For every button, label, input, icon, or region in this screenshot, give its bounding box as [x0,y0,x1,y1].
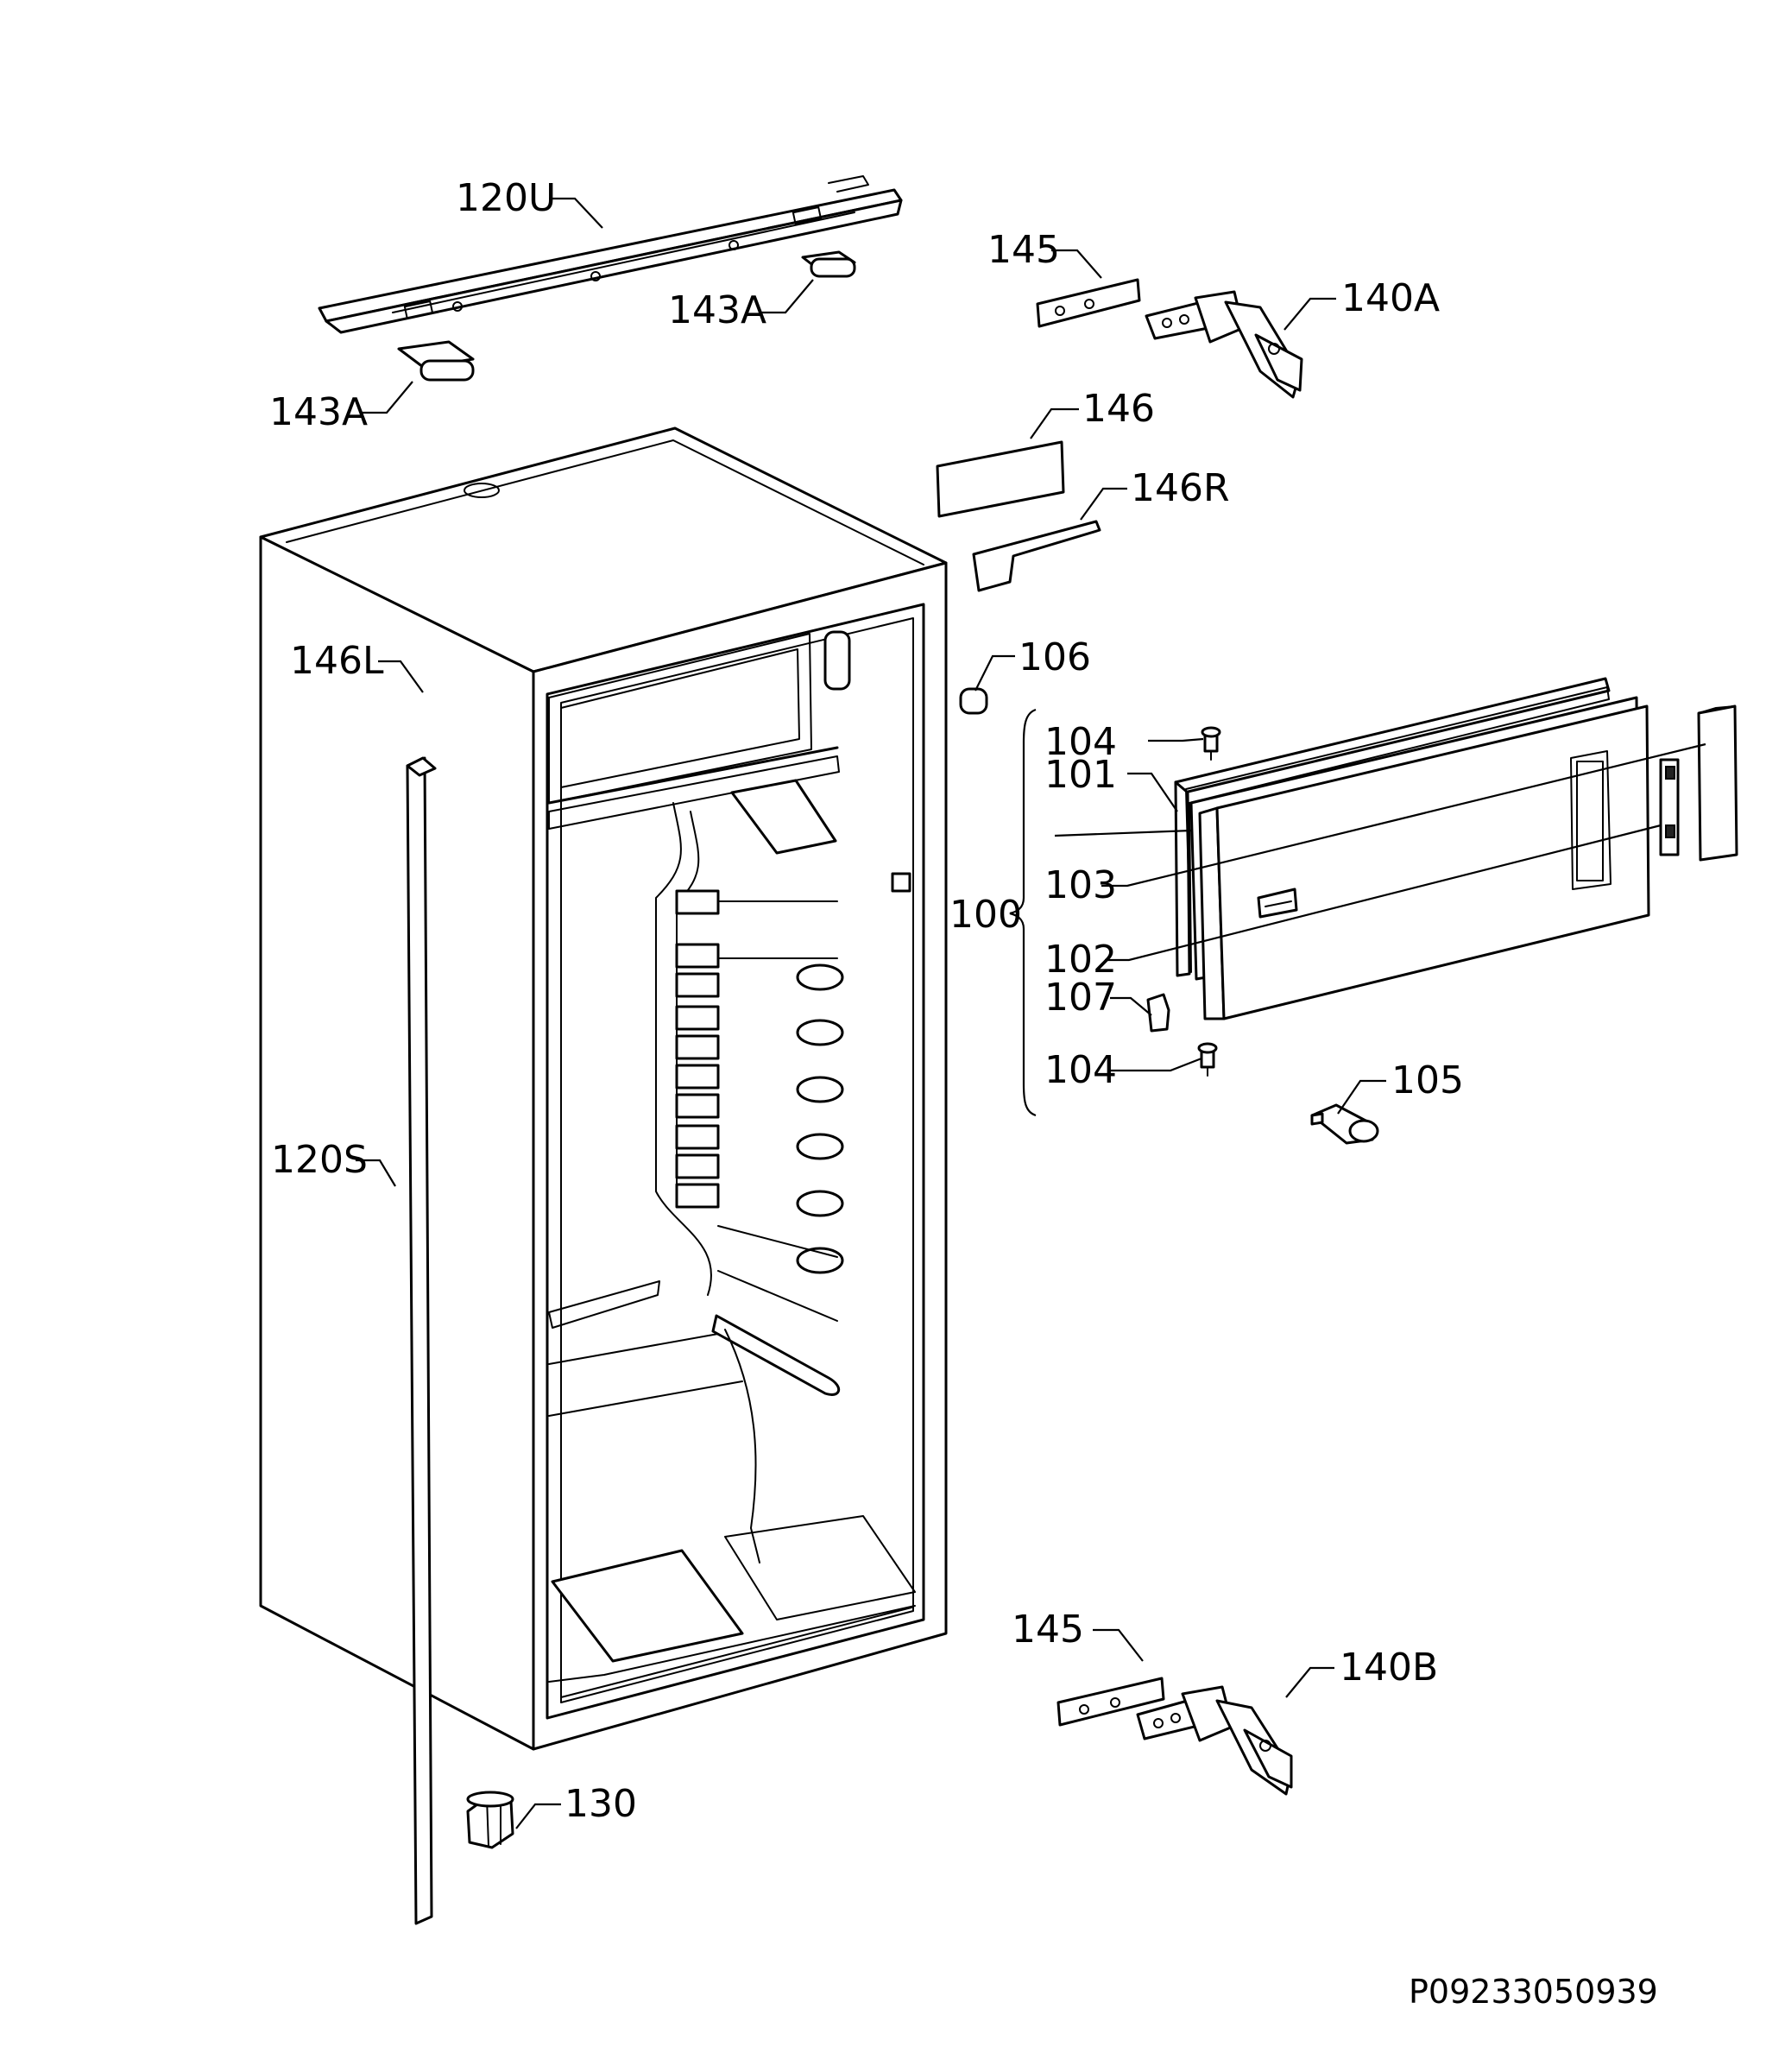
side-strip-120S [406,756,437,1925]
bracket-105 [1310,1103,1379,1145]
adjustable-foot-130 [466,1791,514,1849]
callout-102: 102 [1044,938,1117,982]
drawing-code: P09233050939 [1409,1973,1658,2011]
callout-140A: 140A [1341,276,1440,320]
door-hinge-cover [1697,704,1738,862]
cover-146R [972,520,1101,592]
shelf-supports [675,889,720,1209]
callout-labels: 120U 143A 143A 145 140A 146 146R 146L 10… [269,176,1464,1826]
cabinet-body [259,426,948,1751]
assembly-bracket [1009,708,1037,1117]
callout-104-bottom: 104 [1044,1048,1117,1092]
plug-106 [959,687,988,715]
callout-145-top: 145 [987,228,1060,272]
callout-120S: 120S [271,1138,368,1182]
callout-146L: 146L [290,639,384,683]
clip-143A-top [801,250,856,278]
cover-146 [936,440,1065,518]
hinge-140A [1145,290,1303,399]
callout-106: 106 [1019,635,1091,679]
callout-107: 107 [1044,976,1117,1020]
bracket-107 [1146,993,1170,1033]
callout-120U: 120U [456,176,556,220]
callout-146R: 146R [1131,466,1230,510]
top-rail-120U [318,175,903,334]
door-hinge-bracket [1659,758,1680,856]
screw-104-bottom [1197,1042,1218,1077]
callout-101: 101 [1044,753,1117,797]
screw-104-top [1201,726,1221,761]
hinge-140B [1136,1685,1293,1796]
callout-104-top: 104 [1044,720,1117,764]
shelf-studs [796,963,844,1274]
callout-146: 146 [1082,387,1155,431]
callout-105: 105 [1391,1058,1464,1102]
callout-143A-left: 143A [269,390,368,434]
callout-143A-top: 143A [668,288,766,332]
cover-plate-145-top [1036,278,1141,328]
callout-103: 103 [1044,863,1117,907]
callout-140B: 140B [1340,1646,1438,1690]
leader-lines [356,197,1706,1829]
cover-plate-145-bottom [1056,1677,1165,1727]
callout-145-bottom: 145 [1012,1608,1084,1652]
door-assembly-100 [1174,677,1650,1020]
clip-143A-left [397,340,475,382]
callout-100: 100 [949,893,1022,937]
callout-130: 130 [564,1782,637,1826]
